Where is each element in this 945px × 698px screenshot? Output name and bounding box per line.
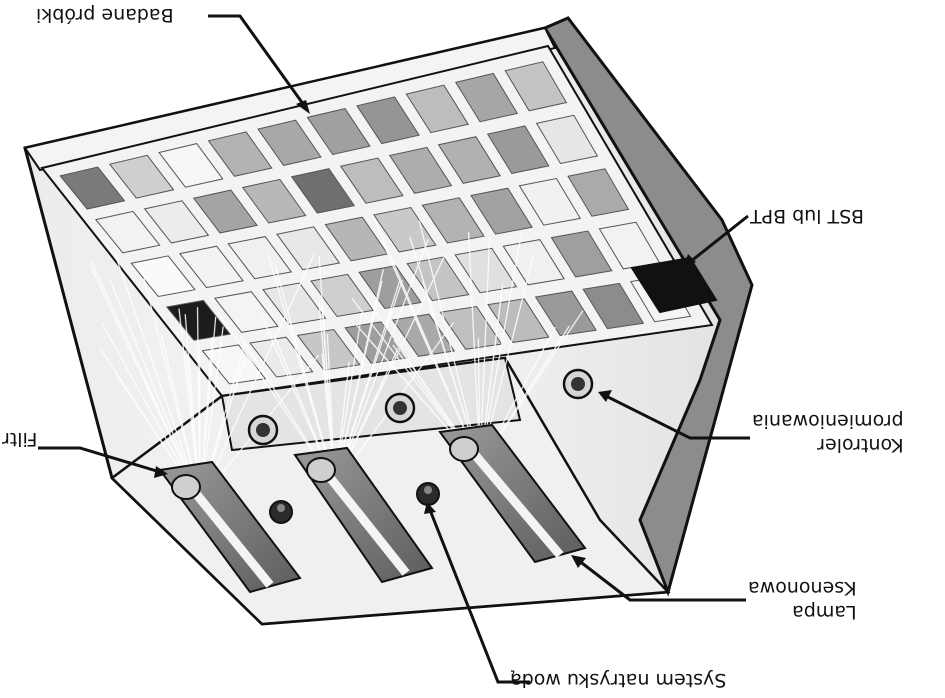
label-bst-bpt: BST lub BPT [750, 205, 864, 227]
arrow-controller [598, 390, 612, 402]
light-ray [334, 238, 429, 486]
label-filter: Filtr [2, 428, 38, 450]
radiation-sensor-middle [384, 392, 416, 424]
sample-panel [130, 255, 196, 298]
sample-panel [143, 200, 210, 244]
sample-panel [108, 154, 175, 199]
sample-panel [405, 84, 469, 134]
sample-panel [535, 114, 599, 165]
sample-panel [178, 245, 244, 289]
lamp-trough-right [438, 423, 587, 564]
sample-panel [406, 256, 470, 302]
sample-panel [356, 96, 420, 145]
sample-panel [213, 291, 279, 333]
light-ray [418, 220, 481, 466]
spray-nozzle-left [269, 500, 293, 524]
sample-panel [306, 108, 371, 156]
sample-panel [59, 166, 126, 210]
sample-grid [59, 61, 692, 385]
light-ray [113, 251, 201, 501]
light-ray [199, 253, 315, 501]
chamber-rim [23, 26, 557, 172]
arrow-lamp [571, 555, 586, 568]
radiation-sensor-right [562, 368, 594, 400]
sample-panel [470, 187, 533, 235]
light-ray [143, 278, 201, 501]
sample-panel [373, 206, 437, 253]
filter-left [171, 474, 201, 500]
sample-panel [207, 131, 273, 177]
sample-panel [504, 61, 568, 112]
sample-panel [257, 119, 322, 166]
label-lamp: Lampa Ksenonowa [748, 576, 857, 624]
sample-panel [518, 177, 582, 226]
arrow-spray [424, 502, 436, 514]
spray-nozzle-middle [416, 482, 440, 506]
lamp-trough-middle [293, 446, 434, 584]
sample-panel [262, 282, 327, 325]
sample-panel [455, 72, 519, 123]
sample-panel [437, 136, 502, 184]
label-controller: Kontroler promieniowania [752, 409, 904, 457]
sample-panel [567, 168, 630, 217]
label-lamp-line1: Lampa [792, 601, 857, 623]
sample-panel [192, 189, 258, 234]
label-samples: Badane próbki [36, 4, 174, 26]
sample-panel [486, 125, 550, 174]
bst-bpt-sensor [630, 256, 718, 314]
leader-lamp [577, 558, 746, 602]
arrow-filter [154, 466, 168, 478]
light-ray [90, 259, 201, 501]
leader-filter [38, 446, 161, 474]
sample-panel [94, 210, 161, 254]
sample-panel [388, 146, 453, 194]
sample-panel [201, 344, 267, 385]
leader-bst [689, 214, 749, 264]
leader-spray [428, 509, 530, 684]
sample-panel [550, 230, 613, 278]
sample-panel [534, 290, 597, 337]
leader-lines [38, 14, 750, 684]
sample-panel [290, 168, 356, 214]
lamp-trough-left [158, 460, 302, 594]
label-controller-line2: promieniowania [752, 410, 904, 432]
label-spray-system: System natrysku wodą [510, 669, 727, 691]
light-ray [334, 252, 447, 486]
filter-right [449, 436, 479, 462]
sample-panel [158, 143, 224, 188]
leader-samples [208, 14, 308, 109]
radiation-sensor-left [247, 414, 279, 446]
leader-controller [605, 394, 750, 440]
light-ray [109, 279, 201, 501]
sample-panel [241, 178, 307, 224]
arrowheads [154, 100, 696, 568]
arrow-bst [683, 254, 696, 268]
arrow-samples [296, 100, 310, 114]
sample-panel [582, 282, 645, 330]
label-controller-line1: Kontroler [817, 434, 904, 456]
filter-middle [306, 457, 336, 483]
sample-panel [276, 226, 341, 271]
label-lamp-line2: Ksenonowa [748, 577, 857, 599]
sample-panel [339, 157, 404, 204]
